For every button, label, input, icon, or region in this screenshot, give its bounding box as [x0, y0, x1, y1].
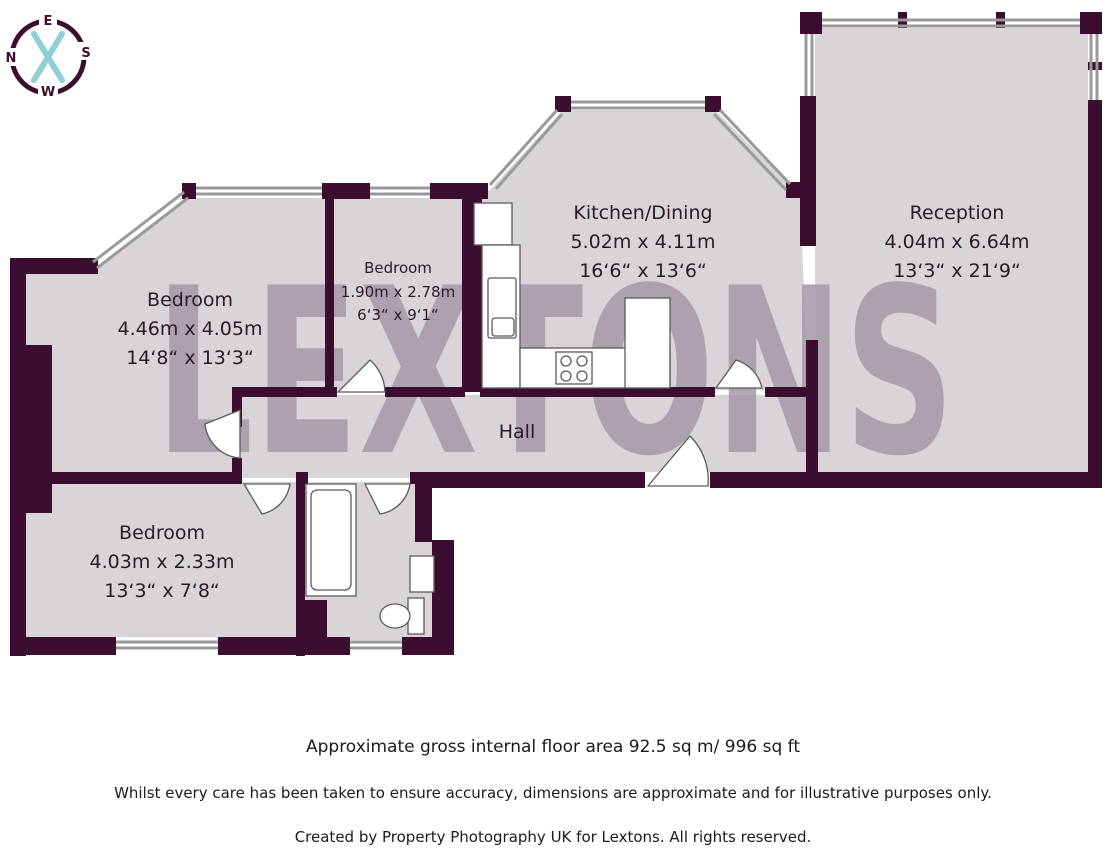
- kitchen-fridge: [473, 202, 513, 246]
- floor-reception: [815, 28, 1088, 472]
- compass-letter-w: W: [41, 85, 55, 100]
- reception-name: Reception: [910, 202, 1005, 224]
- bedroom-main-name: Bedroom: [147, 289, 233, 311]
- kitchen-sink-basin: [491, 317, 515, 337]
- wall-reception-top-left-post: [800, 12, 822, 34]
- wall-main-bedroom-bottom: [10, 472, 242, 484]
- floor-kitchen: [480, 110, 808, 390]
- wall-hall-left-lower: [232, 458, 242, 484]
- wall-kitchen-top-left: [430, 183, 488, 199]
- room-labels: Reception 4.04m x 6.64m 13‘3“ x 21‘9“ Ki…: [90, 202, 1030, 602]
- wall-bathroom-right-upper: [415, 472, 432, 542]
- bathroom-bath-inner: [310, 489, 352, 591]
- door-small-bedroom: [336, 359, 386, 393]
- compass-gap-w: [38, 82, 58, 98]
- bedroom-small-imperial: 6‘3“ x 9‘1“: [357, 306, 439, 324]
- window-kitchen-bay-right: [718, 108, 792, 186]
- wall-hall-top-left: [385, 387, 465, 397]
- hob-ring-4: [576, 370, 588, 382]
- hob-ring-3: [560, 370, 572, 382]
- compass-x-stroke-2: [31, 31, 65, 83]
- bedroom-lower-name: Bedroom: [119, 522, 205, 544]
- wall-main-bedroom-top-post: [182, 183, 196, 199]
- window-main-bedroom-bay-inner: [96, 196, 189, 270]
- wall-bathroom-bottom-right: [402, 637, 454, 655]
- wall-lower-bedroom-right: [296, 472, 305, 656]
- floor-bedroom-small: [332, 198, 465, 390]
- door-bathroom: [363, 483, 411, 515]
- floor-areas: [25, 28, 1088, 640]
- wall-reception-left-upper: [800, 96, 816, 246]
- compass-gap-n: [2, 48, 18, 66]
- kitchen-peninsula: [624, 297, 671, 389]
- compass-letter-e: E: [44, 14, 53, 29]
- door-entrance: [646, 435, 709, 487]
- compass-letter-s: S: [81, 46, 90, 61]
- wall-lower-bedroom-bottom-left: [10, 637, 116, 655]
- floor-area-note: Approximate gross internal floor area 92…: [305, 737, 801, 757]
- bedroom-lower-metric: 4.03m x 2.33m: [90, 551, 235, 573]
- kitchen-imperial: 16‘6“ x 13‘6“: [579, 260, 707, 282]
- window-kitchen-bay-left-inner: [494, 113, 564, 190]
- bathroom-wc-bowl: [379, 603, 411, 629]
- door-lower-bedroom: [242, 483, 291, 515]
- bedroom-main-metric: 4.46m x 4.05m: [118, 318, 263, 340]
- reception-metric: 4.04m x 6.64m: [885, 231, 1030, 253]
- compass-letter-n: N: [6, 51, 17, 66]
- bathroom-basin: [409, 555, 435, 593]
- windows: [92, 18, 1099, 650]
- doors: [204, 359, 763, 515]
- window-kitchen-bay-left: [488, 109, 559, 186]
- wall-bathroom-top: [296, 472, 308, 484]
- kitchen-name: Kitchen/Dining: [573, 202, 712, 224]
- wall-kitchen-top-right-post: [705, 96, 721, 112]
- wall-bottom-mid: [415, 472, 645, 488]
- wall-left-chimney: [10, 345, 52, 513]
- floor-plan: E S W N LEXTONS: [2, 12, 1102, 656]
- bedroom-lower-imperial: 13‘3“ x 7‘8“: [104, 580, 220, 602]
- wall-small-bedroom-top-left: [322, 183, 370, 199]
- kitchen-metric: 5.02m x 4.11m: [571, 231, 716, 253]
- wall-main-bedroom-left-top: [10, 258, 98, 274]
- wall-kitchen-top-left-post: [555, 96, 571, 112]
- wall-kitchen-bay-corner: [786, 182, 804, 198]
- bedroom-small-name: Bedroom: [364, 259, 432, 277]
- bedroom-main-imperial: 14‘8“ x 13‘3“: [126, 347, 254, 369]
- wall-hall-left: [232, 387, 242, 427]
- wall-hall-top-far-left: [232, 387, 332, 397]
- wall-bathroom-right: [432, 540, 454, 655]
- fixtures: [305, 202, 671, 635]
- wall-reception-top-right-post: [1080, 12, 1102, 34]
- credit-note: Created by Property Photography UK for L…: [294, 828, 812, 846]
- wall-bottom-right: [710, 472, 1102, 488]
- wall-reception-right-post: [1088, 62, 1102, 70]
- compass: E S W N: [2, 12, 94, 100]
- wall-small-bedroom-divider: [325, 196, 334, 388]
- wall-lower-bedroom-bottom-right: [218, 637, 350, 655]
- floor-hall: [238, 395, 808, 478]
- hob-ring-1: [560, 355, 572, 367]
- door-main-bedroom: [204, 409, 241, 459]
- door-kitchen: [714, 359, 763, 389]
- compass-gap-s: [78, 42, 94, 60]
- wall-reception-left-lower: [806, 340, 818, 475]
- wall-hall-top-right: [765, 387, 815, 397]
- hall-name: Hall: [499, 421, 536, 443]
- disclaimer-note: Whilst every care has been taken to ensu…: [114, 784, 992, 802]
- compass-gap-e: [39, 12, 57, 28]
- wall-reception-right: [1088, 100, 1102, 488]
- wall-hall-top-mid: [480, 387, 715, 397]
- floor-bedroom-lower: [25, 482, 298, 637]
- reception-imperial: 13‘3“ x 21‘9“: [893, 260, 1021, 282]
- window-main-bedroom-bay: [92, 190, 185, 264]
- wall-bathroom-cupboard: [305, 600, 327, 640]
- bedroom-small-metric: 1.90m x 2.78m: [341, 283, 455, 301]
- window-kitchen-bay-right-inner: [712, 112, 788, 192]
- walls: [10, 12, 1102, 656]
- hob-ring-2: [576, 355, 588, 367]
